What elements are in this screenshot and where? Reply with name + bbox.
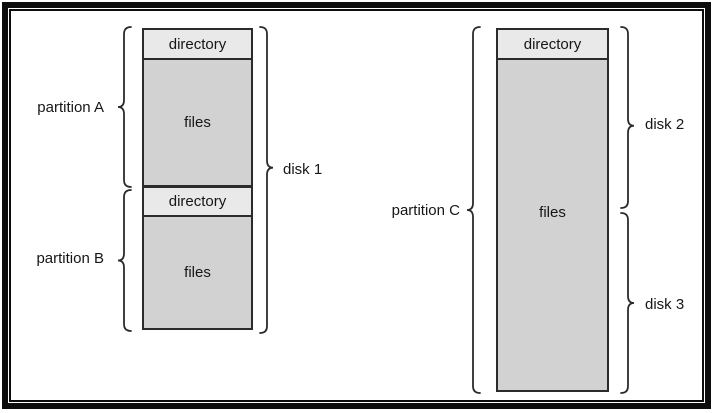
- disk2-label: disk 2: [645, 116, 685, 133]
- partition-c-brace-icon: [466, 26, 481, 394]
- partition-b-label: partition B: [36, 250, 104, 267]
- disk2-brace-icon: [620, 26, 635, 209]
- partition-b-directory-header: directory: [144, 188, 251, 217]
- partition-a-directory-header: directory: [144, 30, 251, 60]
- disk1-label: disk 1: [283, 161, 323, 178]
- disk3-label: disk 3: [645, 296, 685, 313]
- partition-a-files-area: files: [144, 60, 251, 188]
- partition-a-brace-icon: [117, 26, 132, 188]
- disk1-partition-stack: directory files directory files: [142, 28, 253, 330]
- partition-c-directory-header: directory: [498, 30, 607, 60]
- disk1-brace-icon: [259, 26, 274, 334]
- disk3-brace-icon: [620, 212, 635, 394]
- partition-b-brace-icon: [117, 189, 132, 332]
- partition-c-label: partition C: [391, 202, 460, 219]
- figure-outer-border: [2, 2, 711, 409]
- partition-a-label: partition A: [37, 99, 104, 116]
- figure-inner-border: [9, 9, 704, 402]
- partition-c-stack: directory files: [496, 28, 609, 392]
- partition-b-files-area: files: [144, 217, 251, 328]
- partition-c-files-area: files: [498, 60, 607, 390]
